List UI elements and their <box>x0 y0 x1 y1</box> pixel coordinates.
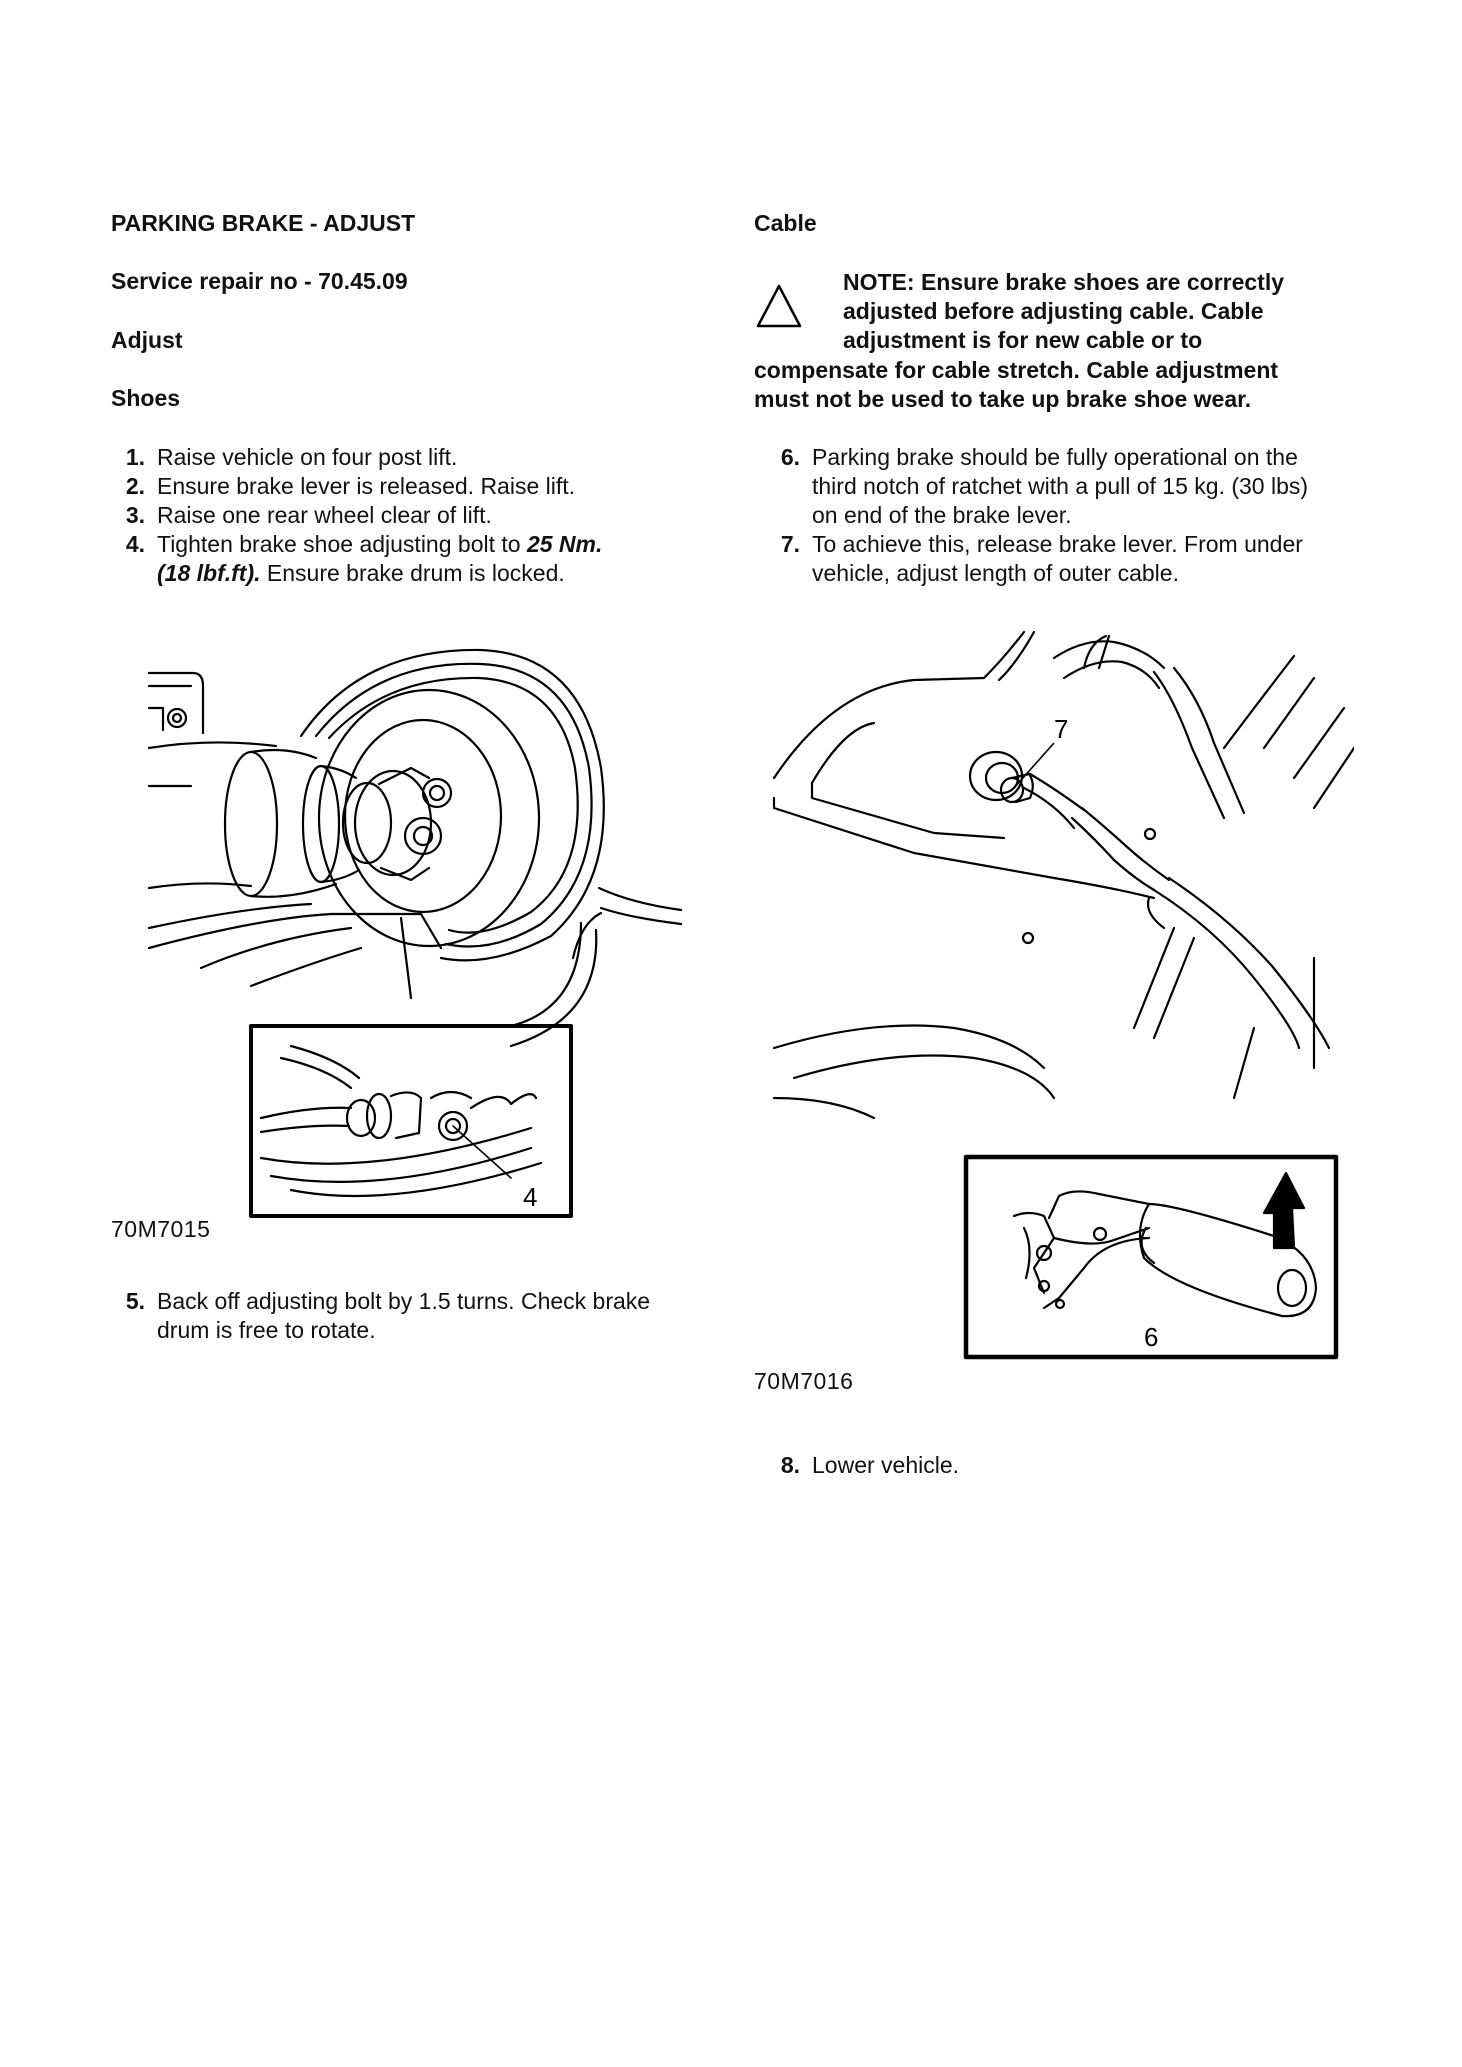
page-title: PARKING BRAKE - ADJUST <box>111 210 416 236</box>
step-3: 3. Raise one rear wheel clear of lift. <box>111 501 751 530</box>
step-text: third notch of ratchet with a pull of 15… <box>812 473 1309 499</box>
service-repair-number: Service repair no - 70.45.09 <box>111 268 408 294</box>
step-4: 4. Tighten brake shoe adjusting bolt to … <box>111 530 751 588</box>
callout-4: 4 <box>523 1182 537 1212</box>
step-number: 8. <box>780 1452 800 1478</box>
step-text: Raise one rear wheel clear of lift. <box>157 502 492 528</box>
warning-triangle-icon <box>756 284 802 328</box>
step-text: Raise vehicle on four post lift. <box>157 444 458 470</box>
step-number: 7. <box>780 531 800 557</box>
subsection-heading-shoes: Shoes <box>111 385 181 411</box>
note-line-4: compensate for cable stretch. Cable adju… <box>754 357 1279 383</box>
figure-caption-right: 70M7016 <box>754 1368 854 1394</box>
step-text-line-1: Tighten brake shoe adjusting bolt to 25 … <box>157 530 602 559</box>
step-number: 1. <box>125 444 145 470</box>
step-text: To achieve this, release brake lever. Fr… <box>812 531 1303 557</box>
step-6: 6. Parking brake should be fully operati… <box>766 443 1366 530</box>
section-heading-adjust: Adjust <box>111 327 183 353</box>
section-heading-cable: Cable <box>754 210 817 236</box>
cable-adjustment-illustration: 7 6 <box>772 630 1354 1360</box>
note-line-2: adjusted before adjusting cable. Cable <box>843 298 1264 324</box>
step-number: 6. <box>780 444 800 470</box>
step-text: Back off adjusting bolt by 1.5 turns. Ch… <box>157 1288 651 1314</box>
step-8: 8. Lower vehicle. <box>766 1451 1366 1480</box>
step-number: 2. <box>125 473 145 499</box>
callout-7: 7 <box>1054 714 1068 744</box>
step-7: 7. To achieve this, release brake lever.… <box>766 530 1366 588</box>
step-text: on end of the brake lever. <box>812 502 1072 528</box>
figure-caption-left: 70M7015 <box>111 1216 211 1242</box>
step-5: 5. Back off adjusting bolt by 1.5 turns.… <box>111 1287 751 1345</box>
note-line-5: must not be used to take up brake shoe w… <box>754 386 1252 412</box>
step-text: drum is free to rotate. <box>157 1317 376 1343</box>
step-text: vehicle, adjust length of outer cable. <box>812 560 1179 586</box>
step-1: 1. Raise vehicle on four post lift. <box>111 443 751 472</box>
step-text: Ensure brake drum is locked. <box>260 560 565 586</box>
step-number: 3. <box>125 502 145 528</box>
torque-imperial-value: (18 lbf.ft). <box>157 560 261 586</box>
step-number: 4. <box>125 531 145 557</box>
step-text: Parking brake should be fully operationa… <box>812 444 1298 470</box>
step-text-line-2: (18 lbf.ft). Ensure brake drum is locked… <box>157 559 565 588</box>
note-line-3: adjustment is for new cable or to <box>843 327 1203 353</box>
torque-value: 25 Nm. <box>526 531 603 557</box>
callout-6: 6 <box>1144 1322 1158 1352</box>
step-text: Lower vehicle. <box>812 1452 960 1478</box>
brake-drum-illustration: 4 <box>147 648 683 1218</box>
step-number: 5. <box>125 1288 145 1314</box>
note-line-1: NOTE: Ensure brake shoes are correctly <box>843 269 1285 295</box>
step-text: Tighten brake shoe adjusting bolt to <box>157 531 527 557</box>
step-2: 2. Ensure brake lever is released. Raise… <box>111 472 751 501</box>
step-text: Ensure brake lever is released. Raise li… <box>157 473 576 499</box>
